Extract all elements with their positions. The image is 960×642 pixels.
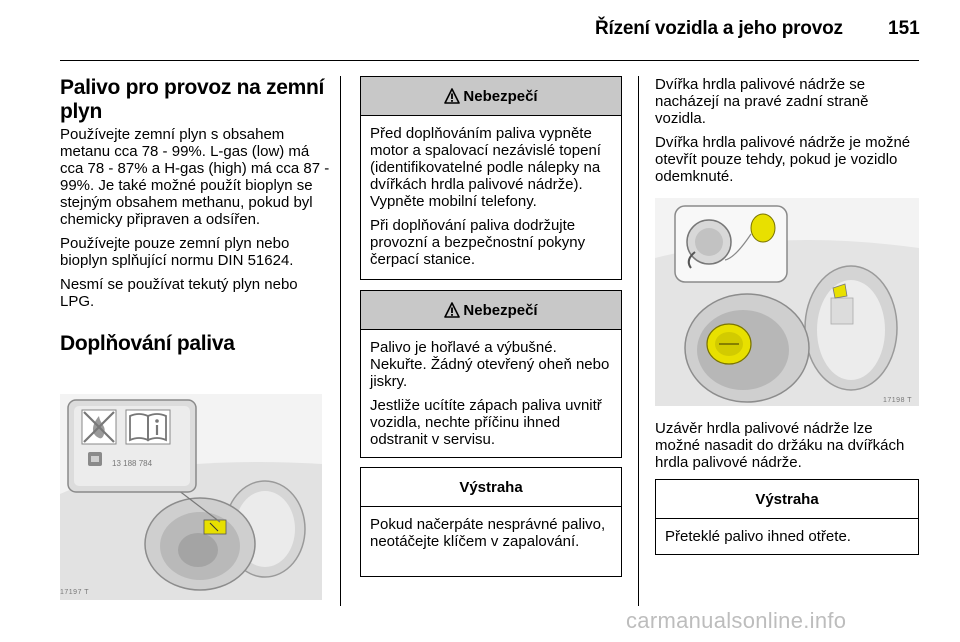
figure-code-left: 17197 T xyxy=(60,589,89,596)
danger-box-2-title: Nebezpečí xyxy=(463,301,538,319)
page-header-title: Řízení vozidla a jeho provoz xyxy=(595,18,843,39)
caution-box-2-header: Výstraha xyxy=(656,480,918,519)
danger-box-2-text-2: Jestliže ucítíte zápach paliva uvnitř vo… xyxy=(370,397,602,448)
danger-box-1-header: Nebezpečí xyxy=(361,77,621,116)
danger-box-1: Nebezpečí Před doplňováním paliva vypnět… xyxy=(360,76,622,280)
paragraph-gas-composition: Používejte zemní plyn s obsahem metanu c… xyxy=(60,126,330,228)
right-column-top: Dvířka hrdla palivové nádrže se nacházej… xyxy=(655,76,921,192)
paragraph-cap-holder: Uzávěr hrdla palivové nádrže lze možné n… xyxy=(655,420,905,471)
danger-box-2: Nebezpečí Palivo je hořlavé a výbušné. N… xyxy=(360,290,622,458)
figure-code-right: 17198 T xyxy=(883,397,912,404)
warning-triangle-icon xyxy=(444,302,461,318)
left-column: Palivo pro provoz na zemní plyn Používej… xyxy=(60,76,332,356)
danger-box-1-title: Nebezpečí xyxy=(463,87,538,105)
header-rule xyxy=(60,60,919,61)
caution-box-2: Výstraha Přeteklé palivo ihned otřete. xyxy=(655,479,919,555)
fuel-flap-sticker-figure: 13 188 784 17197 T xyxy=(60,394,322,600)
cap-holder-icon xyxy=(724,213,776,261)
caution-box-1-header: Výstraha xyxy=(361,468,621,507)
danger-box-2-header: Nebezpečí xyxy=(361,291,621,330)
fuel-cap-icon xyxy=(706,323,752,365)
column-divider-right xyxy=(638,76,639,606)
section-heading-refueling: Doplňování paliva xyxy=(60,332,235,355)
column-divider-left xyxy=(340,76,341,606)
watermark: carmanualsonline.info xyxy=(626,608,847,633)
danger-box-1-text-1: Před doplňováním paliva vypněte motor a … xyxy=(370,125,601,210)
caution-box-2-title: Výstraha xyxy=(755,490,819,508)
read-manual-icon xyxy=(125,409,171,445)
paragraph-din-norm: Používejte pouze zemní plyn nebo bioplyn… xyxy=(60,235,294,269)
page-number: 151 xyxy=(888,18,920,39)
section-heading-natural-gas: Palivo pro provoz na zemní plyn xyxy=(60,76,325,123)
danger-box-2-text-1: Palivo je hořlavé a výbušné. Nekuřte. Žá… xyxy=(370,339,610,390)
caution-box-2-text: Přeteklé palivo ihned otřete. xyxy=(665,528,851,545)
caution-box-1-text: Pokud načerpáte nesprávné palivo, neotáč… xyxy=(370,516,606,550)
right-column-bottom: Uzávěr hrdla palivové nádrže lze možné n… xyxy=(655,420,921,478)
fuel-cap-holder-figure: 17198 T xyxy=(655,198,919,406)
no-open-flame-icon xyxy=(81,409,117,445)
paragraph-no-lpg: Nesmí se používat tekutý plyn nebo LPG. xyxy=(60,276,298,310)
warning-triangle-icon xyxy=(444,88,461,104)
caution-box-1: Výstraha Pokud načerpáte nesprávné paliv… xyxy=(360,467,622,577)
caution-box-1-title: Výstraha xyxy=(459,478,523,496)
danger-box-1-text-2: Při doplňování paliva dodržujte provozní… xyxy=(370,217,586,268)
brand-logo-icon xyxy=(88,452,102,466)
sticker-label-code: 13 188 784 xyxy=(112,459,153,468)
paragraph-flap-unlock: Dvířka hrdla palivové nádrže je možné ot… xyxy=(655,134,911,185)
paragraph-flap-location: Dvířka hrdla palivové nádrže se nacházej… xyxy=(655,76,869,127)
